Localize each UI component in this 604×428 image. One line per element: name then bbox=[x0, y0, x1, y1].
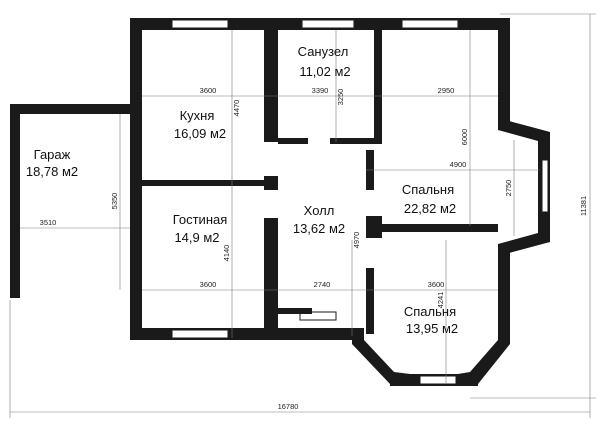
dimension-labels: 3600 4470 3390 3250 2950 6000 4900 2750 … bbox=[40, 86, 588, 411]
dim-kitchen-depth: 4470 bbox=[232, 100, 241, 117]
dim-hall-depth: 4970 bbox=[352, 232, 361, 249]
windows bbox=[171, 19, 549, 385]
kitchen-name: Кухня bbox=[180, 108, 215, 123]
garage-area: 18,78 м2 bbox=[26, 164, 78, 179]
kitchen-area: 16,09 м2 bbox=[174, 126, 226, 141]
dim-garage-depth: 5350 bbox=[110, 193, 119, 210]
dim-total-height: 11381 bbox=[579, 196, 588, 216]
dim-kitchen-width: 3600 bbox=[200, 86, 217, 95]
bedroom2-area: 13,95 м2 bbox=[406, 321, 458, 336]
dim-bath-width: 3390 bbox=[312, 86, 329, 95]
dimension-lines bbox=[9, 13, 596, 418]
dim-living-width: 3600 bbox=[200, 280, 217, 289]
dim-total-width: 16780 bbox=[278, 402, 299, 411]
hall-name: Холл bbox=[304, 203, 335, 218]
dim-bed2-width: 3600 bbox=[428, 280, 445, 289]
dim-bath-depth: 3250 bbox=[336, 89, 345, 106]
dim-hall-width: 2740 bbox=[314, 280, 331, 289]
bedroom2-name: Спальня bbox=[404, 304, 456, 319]
dim-bed1-inner: 4900 bbox=[450, 160, 467, 169]
room-labels: Гараж 18,78 м2 Кухня 16,09 м2 Санузел 11… bbox=[26, 44, 458, 336]
garage-name: Гараж bbox=[34, 147, 71, 162]
dim-living-depth: 4140 bbox=[222, 245, 231, 262]
dim-bed1-depth: 6000 bbox=[460, 129, 469, 146]
dim-bay-depth: 2750 bbox=[504, 180, 513, 197]
dim-bed1-width: 2950 bbox=[438, 86, 455, 95]
living-area: 14,9 м2 bbox=[174, 230, 219, 245]
living-name: Гостиная bbox=[173, 212, 228, 227]
bedroom1-name: Спальня bbox=[402, 182, 454, 197]
dim-garage-width: 3510 bbox=[40, 218, 57, 227]
bathroom-area: 11,02 м2 bbox=[299, 64, 350, 79]
bathroom-name: Санузел bbox=[298, 44, 349, 59]
dim-bed2-depth: 4241 bbox=[436, 292, 445, 309]
exterior-walls bbox=[10, 18, 550, 386]
bedroom1-area: 22,82 м2 bbox=[404, 201, 456, 216]
hall-area: 13,62 м2 bbox=[293, 221, 345, 236]
